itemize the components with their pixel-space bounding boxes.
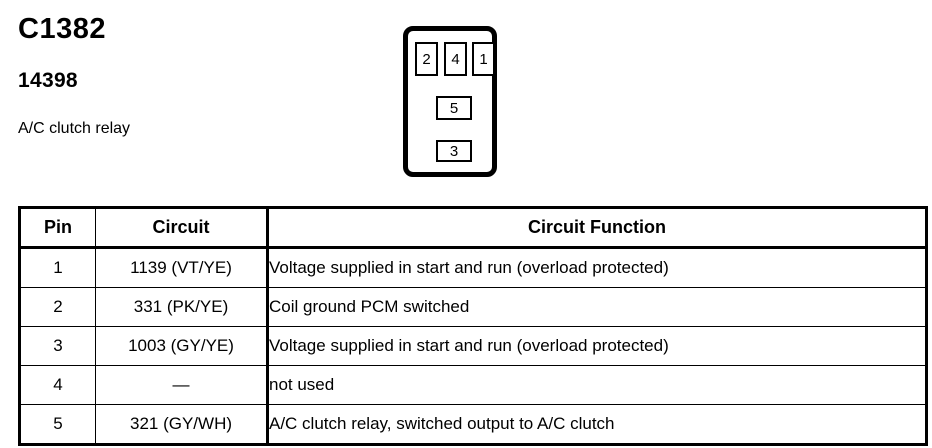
table-header: Pin Circuit Circuit Function bbox=[18, 206, 928, 249]
connector-pin-5: 5 bbox=[436, 96, 472, 120]
connector-pin-2: 2 bbox=[415, 42, 438, 76]
connector-pin-1: 1 bbox=[472, 42, 495, 76]
cell-circuit: 331 (PK/YE) bbox=[95, 287, 268, 327]
cell-pin: 3 bbox=[18, 326, 96, 366]
table-row: 1 1139 (VT/YE) Voltage supplied in start… bbox=[18, 247, 928, 288]
cell-pin: 4 bbox=[18, 365, 96, 405]
connector-header: C1382 14398 A/C clutch relay bbox=[18, 14, 358, 138]
cell-function: Voltage supplied in start and run (overl… bbox=[266, 247, 928, 288]
connector-pin-4: 4 bbox=[444, 42, 467, 76]
cell-function: not used bbox=[266, 365, 928, 405]
part-number: 14398 bbox=[18, 69, 78, 93]
cell-function: Coil ground PCM switched bbox=[266, 287, 928, 327]
table-row: 5 321 (GY/WH) A/C clutch relay, switched… bbox=[18, 404, 928, 446]
pin-assignment-table: Pin Circuit Circuit Function 1 1139 (VT/… bbox=[18, 206, 928, 446]
cell-pin: 5 bbox=[18, 404, 96, 446]
cell-function: A/C clutch relay, switched output to A/C… bbox=[266, 404, 928, 446]
cell-circuit: 1003 (GY/YE) bbox=[95, 326, 268, 366]
cell-pin: 1 bbox=[18, 247, 96, 288]
connector-face-diagram: 2 4 1 5 3 bbox=[403, 26, 497, 177]
cell-circuit: 1139 (VT/YE) bbox=[95, 247, 268, 288]
cell-function: Voltage supplied in start and run (overl… bbox=[266, 326, 928, 366]
connector-pin-3: 3 bbox=[436, 140, 472, 162]
cell-pin: 2 bbox=[18, 287, 96, 327]
component-name: A/C clutch relay bbox=[18, 120, 131, 138]
table-header-row: Pin Circuit Circuit Function bbox=[18, 206, 928, 249]
cell-circuit: — bbox=[95, 365, 268, 405]
table-row: 3 1003 (GY/YE) Voltage supplied in start… bbox=[18, 326, 928, 366]
column-header-circuit-function: Circuit Function bbox=[266, 206, 928, 249]
table-body: 1 1139 (VT/YE) Voltage supplied in start… bbox=[18, 247, 928, 446]
column-header-circuit: Circuit bbox=[95, 206, 268, 249]
cell-circuit: 321 (GY/WH) bbox=[95, 404, 268, 446]
table-row: 2 331 (PK/YE) Coil ground PCM switched bbox=[18, 287, 928, 327]
connector-id: C1382 bbox=[18, 13, 106, 45]
column-header-pin: Pin bbox=[18, 206, 96, 249]
table-row: 4 — not used bbox=[18, 365, 928, 405]
